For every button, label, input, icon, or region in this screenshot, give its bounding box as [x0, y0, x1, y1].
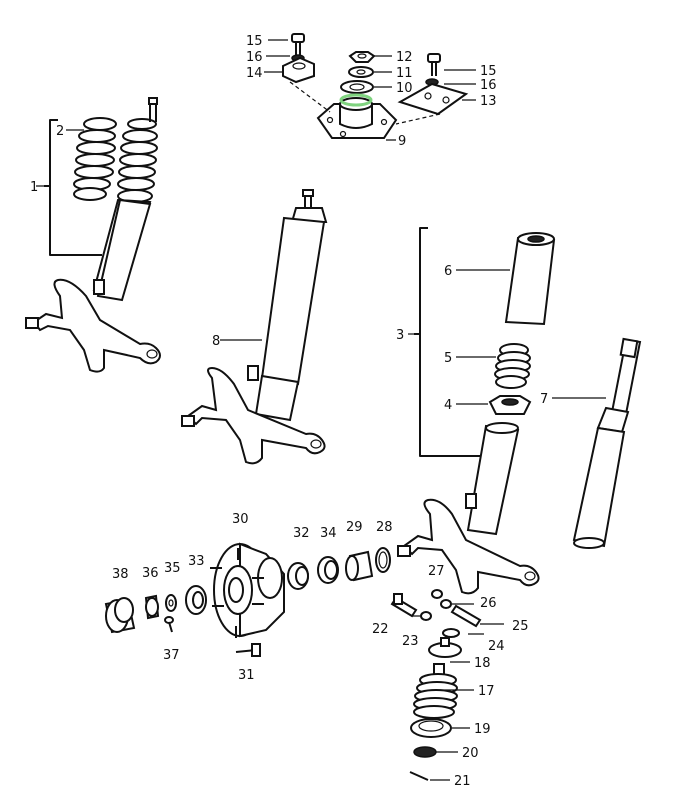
callout-12: 12 — [396, 50, 413, 65]
wheel-hub-group — [104, 542, 391, 657]
callout-6: 6 — [444, 264, 452, 279]
callout-19: 19 — [474, 722, 491, 737]
nut-part-23 — [420, 611, 432, 621]
highlighted-bearing-ring — [339, 93, 373, 107]
strut-mount-part-9 — [316, 93, 398, 139]
washer-part-35 — [165, 594, 177, 612]
callout-26: 26 — [480, 596, 497, 611]
callout-33: 33 — [188, 554, 205, 569]
pin-part-25 — [450, 604, 482, 628]
callout-16b: 16 — [480, 78, 497, 93]
callout-15a: 15 — [246, 34, 263, 49]
callout-18: 18 — [474, 656, 491, 671]
strut-part-8 — [181, 189, 328, 465]
callout-9: 9 — [398, 134, 406, 149]
callout-1: 1 — [30, 180, 38, 195]
bolt-part-15b — [427, 53, 441, 76]
sleeve-part-6 — [504, 232, 556, 326]
strut-spring — [117, 118, 158, 203]
callout-16a: 16 — [246, 50, 263, 65]
callout-35: 35 — [164, 561, 181, 576]
washer-part-10 — [340, 80, 374, 94]
callout-37: 37 — [163, 648, 180, 663]
bump-stop-part-5 — [494, 343, 531, 389]
bearing-part-29 — [345, 550, 374, 582]
bearing-part-32 — [287, 562, 309, 590]
callout-34: 34 — [320, 526, 337, 541]
callout-10: 10 — [396, 81, 413, 96]
callout-24: 24 — [488, 639, 505, 654]
callout-17: 17 — [478, 684, 495, 699]
callout-27: 27 — [428, 564, 445, 579]
nut-part-12 — [348, 51, 376, 63]
lock-washer-part-20 — [413, 746, 437, 758]
seal-part-28 — [375, 547, 391, 573]
ball-joint-boot-part-17 — [413, 663, 458, 719]
callout-3: 3 — [396, 328, 404, 343]
callout-29: 29 — [346, 520, 363, 535]
callout-11: 11 — [396, 66, 413, 81]
callout-38: 38 — [112, 567, 129, 582]
callout-20: 20 — [462, 746, 479, 761]
wheel-bolt-part-31 — [235, 643, 261, 657]
callout-labels: 15 16 14 12 11 10 15 16 13 9 2 1 8 6 3 5… — [30, 34, 548, 789]
nut-part-27 — [431, 589, 443, 599]
callout-7: 7 — [540, 392, 548, 407]
ring-part-19 — [410, 718, 452, 738]
bolt-part-15a — [291, 33, 305, 56]
washer-part-24 — [442, 628, 460, 638]
callout-25: 25 — [512, 619, 529, 634]
callout-36: 36 — [142, 566, 159, 581]
callout-4: 4 — [444, 398, 452, 413]
damper-insert-assembly-part-3 — [397, 227, 642, 595]
gland-nut-part-4 — [488, 395, 532, 415]
strut-assembly-part-1 — [25, 97, 161, 373]
callout-22: 22 — [372, 622, 389, 637]
clamp-plate-part-13 — [397, 82, 469, 116]
strut-mount-group — [282, 33, 469, 139]
leader-lines — [36, 39, 606, 781]
callout-21: 21 — [454, 774, 471, 789]
callout-8: 8 — [212, 334, 220, 349]
screw-part-37 — [164, 616, 174, 633]
coil-spring-part-2 — [73, 117, 117, 201]
callout-30: 30 — [232, 512, 249, 527]
callout-15b: 15 — [480, 64, 497, 79]
grease-cap-part-38 — [104, 597, 136, 634]
cotter-pin-part-21 — [409, 771, 429, 781]
washer-part-26 — [440, 599, 452, 609]
callout-28: 28 — [376, 520, 393, 535]
wheel-hub-part-30 — [210, 542, 285, 638]
bolt-part-22 — [390, 593, 418, 618]
callout-5: 5 — [444, 351, 452, 366]
clamp-plate-part-14 — [282, 56, 315, 84]
callout-2: 2 — [56, 124, 64, 139]
callout-13: 13 — [480, 94, 497, 109]
callout-23: 23 — [402, 634, 419, 649]
callout-14: 14 — [246, 66, 263, 81]
washer-part-11 — [348, 66, 374, 78]
callout-31: 31 — [238, 668, 255, 683]
race-part-34 — [317, 556, 339, 584]
ball-joint-group — [390, 589, 482, 781]
callout-32: 32 — [293, 526, 310, 541]
damper-cartridge-part-7 — [572, 337, 642, 549]
cap-part-18 — [428, 637, 462, 658]
bearing-part-33 — [185, 585, 207, 615]
nut-part-36 — [144, 594, 160, 620]
